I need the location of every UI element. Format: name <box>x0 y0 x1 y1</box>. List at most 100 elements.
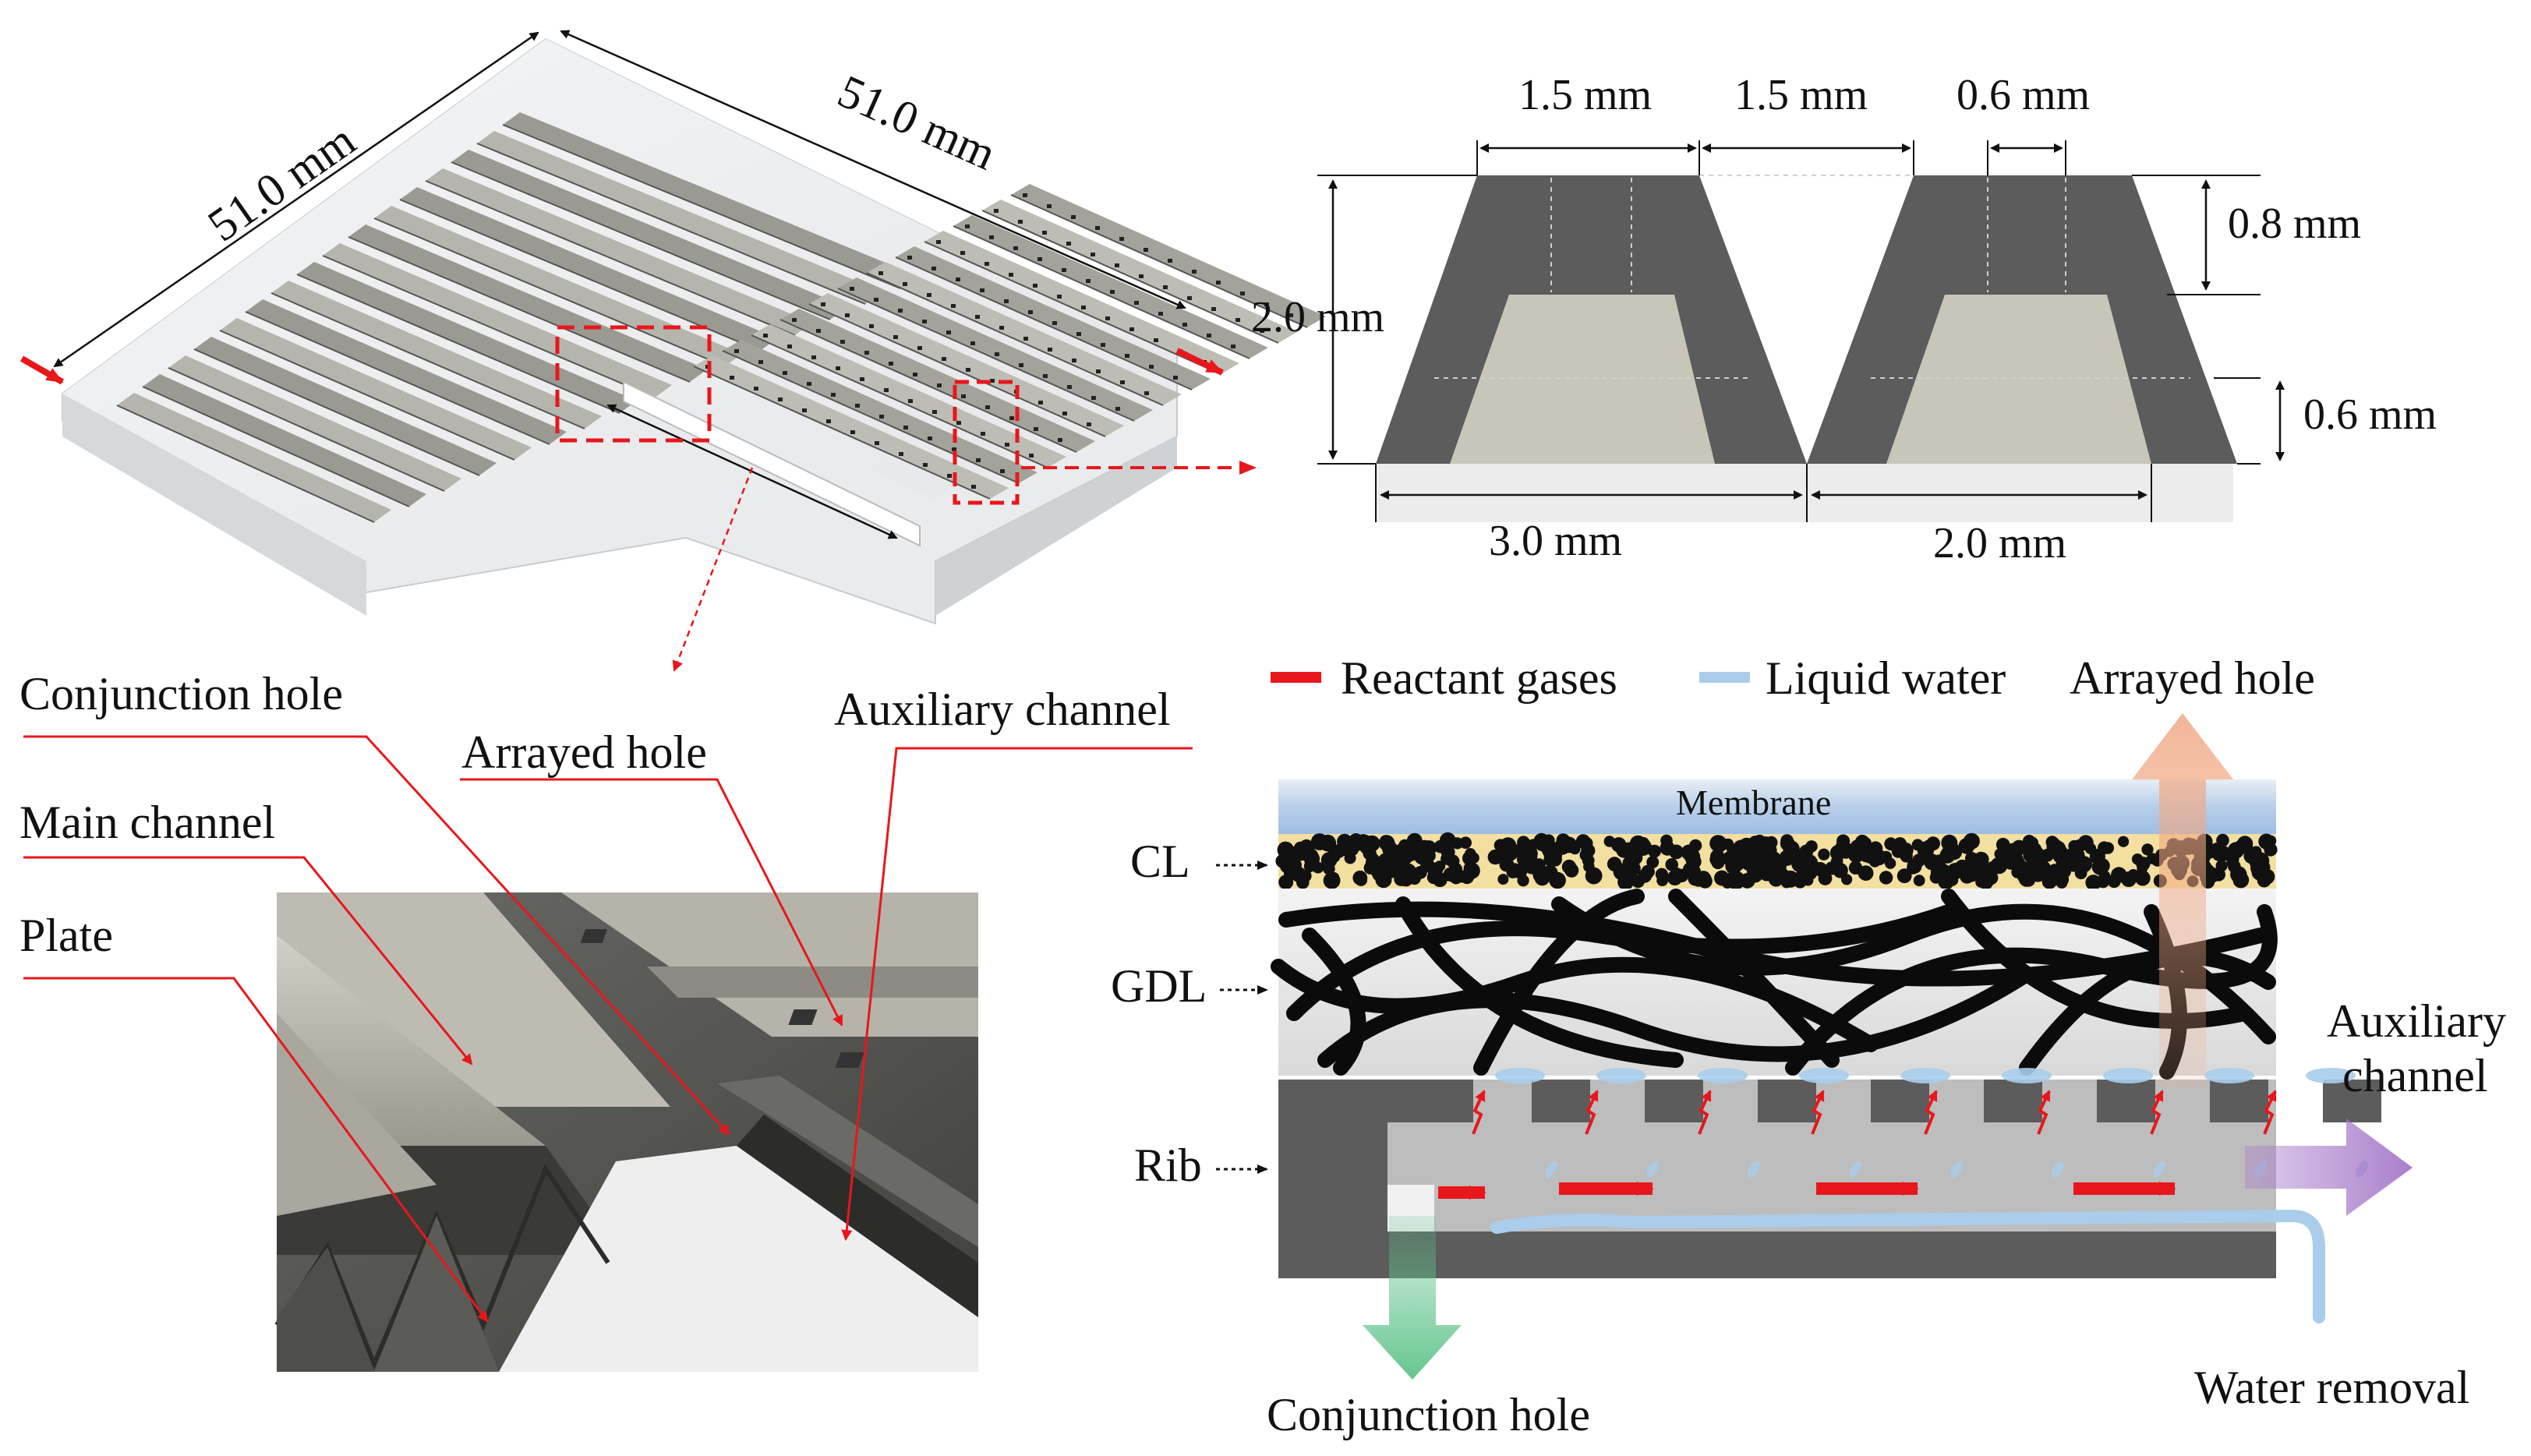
cl-particle <box>1648 844 1661 858</box>
cl-particle <box>1660 834 1673 847</box>
cl-particle <box>2136 857 2151 871</box>
cl-particle <box>1532 858 1546 871</box>
plate-front-face <box>62 394 366 616</box>
outlet-arrow <box>1175 348 1224 376</box>
cl-particle <box>1635 838 1652 856</box>
legend-reactant-label: Reactant gases <box>1341 652 1617 704</box>
detail-aux-channel <box>717 1076 978 1247</box>
hole-dot <box>932 410 937 414</box>
hole-dot <box>1095 226 1100 230</box>
callout-auxiliary <box>841 747 1193 1241</box>
hole-dot <box>1139 274 1144 278</box>
cl-particle <box>1283 861 1296 874</box>
cl-particle <box>1561 859 1577 875</box>
hole-dot <box>913 373 917 376</box>
inlet-arrow <box>20 355 64 385</box>
hole-dot <box>903 426 908 429</box>
cl-particle <box>1912 853 1926 868</box>
hole-dot <box>984 262 989 266</box>
hole-dot <box>999 326 1004 330</box>
cl-particle <box>1363 861 1377 875</box>
cl-particle <box>1884 837 1898 851</box>
detail-plate-edge <box>737 1115 978 1317</box>
gas-arrow-up <box>2263 1090 2277 1135</box>
legend-water-swatch <box>1699 672 1750 683</box>
label-auxiliary-channel: Auxiliary channel <box>834 684 1171 735</box>
hole-dot <box>1187 296 1192 300</box>
callout-conjunction <box>23 735 730 1136</box>
rib-left-inner <box>1450 295 1715 464</box>
cl-particle <box>1319 834 1337 852</box>
hole-dot <box>1134 301 1139 305</box>
water-drip <box>1849 1161 1861 1178</box>
hole-dot <box>1071 215 1076 219</box>
cl-particle <box>1967 857 1982 872</box>
array-rib <box>809 293 1124 436</box>
legend-water-label: Liquid water <box>1766 652 2006 704</box>
hole-dot <box>1009 273 1013 277</box>
rib-tooth <box>2323 1080 2381 1122</box>
label-plate: Plate <box>19 910 113 961</box>
hole-dot <box>1013 246 1018 250</box>
cl-particle <box>1497 874 1509 885</box>
cl-particle <box>2118 836 2130 847</box>
cl-particle <box>1884 857 1896 869</box>
hole-dot <box>1110 290 1115 294</box>
hole-dot <box>864 351 869 355</box>
hole-dot <box>1087 422 1091 426</box>
hole-dot <box>1005 443 1009 447</box>
water-drip <box>1748 1161 1760 1178</box>
hole-dot <box>1182 323 1187 327</box>
hole-dot <box>1154 338 1158 342</box>
cl-particle <box>1709 835 1727 852</box>
cl-particle <box>1487 849 1504 865</box>
cl-particle <box>1398 872 1413 887</box>
cl-particle <box>1689 839 1702 852</box>
cl-particle <box>1725 857 1742 875</box>
rib-top-wall-left <box>1387 1080 1473 1122</box>
cl-particle <box>1983 870 1999 885</box>
cl-particle <box>1911 839 1924 851</box>
hole-dot <box>936 240 941 244</box>
cl-particle <box>1613 863 1631 881</box>
cl-particle <box>1946 843 1963 861</box>
hole-dot <box>1091 253 1095 256</box>
water-droplet <box>2204 1068 2254 1083</box>
water-drip <box>1646 1161 1659 1178</box>
cl-particle <box>1420 840 1437 857</box>
hole-dot <box>927 293 931 297</box>
plate-front-face-2 <box>935 436 1177 616</box>
cl-particle <box>1960 868 1974 884</box>
cl-particle <box>1561 836 1578 853</box>
hole-dot <box>878 271 883 275</box>
hole-dot <box>893 335 898 339</box>
gap-width-label: 1.5 mm <box>1734 71 1868 119</box>
cl-particle <box>1670 868 1683 880</box>
gdl-fiber <box>1473 889 1645 1076</box>
cl-particle <box>1913 875 1925 887</box>
gdl-label: GDL <box>1111 960 1207 1012</box>
hole-dot <box>763 334 768 337</box>
hole-dot <box>1163 285 1168 289</box>
water-droplet <box>1596 1068 1646 1083</box>
hole-dot <box>1158 312 1163 316</box>
section-callout-box <box>953 380 1020 505</box>
hole-dot <box>802 408 807 412</box>
hole-dot <box>966 368 970 372</box>
cl-particle <box>1808 861 1821 872</box>
array-rib-edge <box>808 303 1106 437</box>
cl-particle <box>1735 839 1751 854</box>
detail-view <box>274 892 978 1372</box>
legend-reactant-swatch <box>1271 672 1321 683</box>
mechanism-view: Reactant gases Liquid water Arrayed hole… <box>1111 652 2506 1440</box>
hole-dot <box>947 474 952 478</box>
detail-rib-top-right-2 <box>647 967 978 998</box>
hole-dot <box>907 256 912 260</box>
callout-main <box>23 856 473 1065</box>
cl-particle <box>1930 866 1946 882</box>
rib-right-inner <box>1886 295 2151 464</box>
hole-dot <box>928 436 932 440</box>
cl-particle <box>1768 863 1781 875</box>
array-rib-edge <box>751 334 1048 468</box>
hole-dot <box>1216 281 1221 284</box>
